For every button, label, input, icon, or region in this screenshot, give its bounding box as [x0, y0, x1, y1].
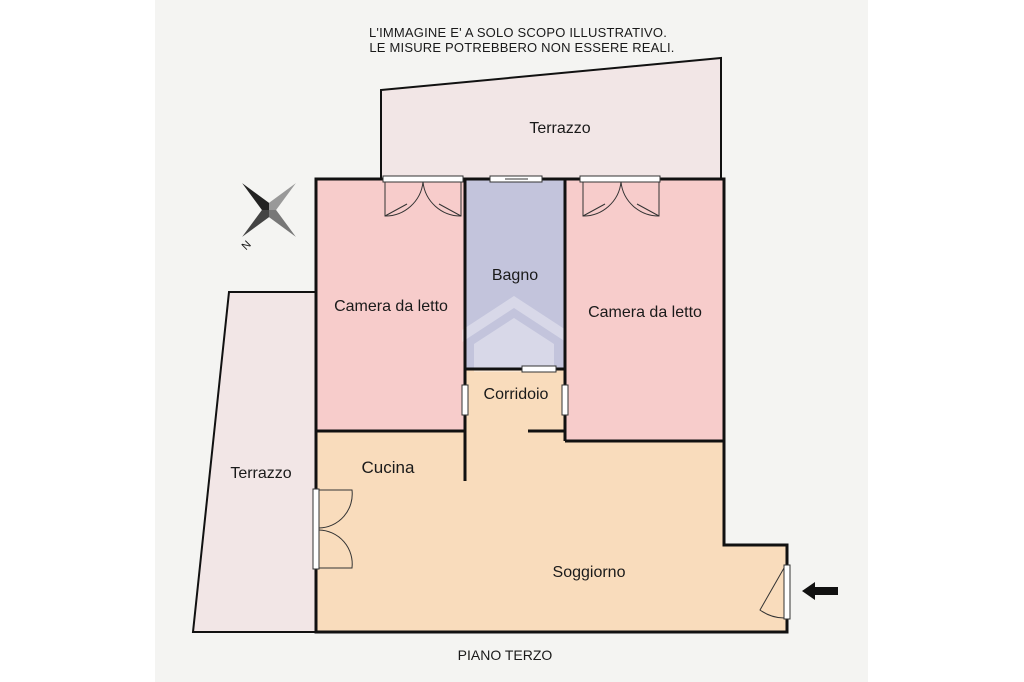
camera-left-area — [316, 179, 465, 431]
bagno-label: Bagno — [492, 267, 538, 284]
bagno-area — [465, 179, 565, 369]
openings — [312, 175, 791, 620]
living-area — [316, 369, 787, 632]
camera-left-label: Camera da letto — [334, 298, 448, 315]
door-swings — [318, 181, 785, 619]
soggiorno-label: Soggiorno — [553, 564, 626, 581]
terrazzo-top-label: Terrazzo — [529, 120, 590, 137]
disclaimer-line-2: LE MISURE POTREBBERO NON ESSERE REALI. — [369, 40, 674, 55]
camera-right-area — [565, 179, 724, 441]
watermark-logo — [462, 296, 566, 372]
floor-label: PIANO TERZO — [458, 647, 553, 663]
compass-rose — [242, 183, 296, 237]
disclaimer-line-1: L'IMMAGINE E' A SOLO SCOPO ILLUSTRATIVO. — [369, 25, 667, 40]
terrazzo-left-label: Terrazzo — [230, 465, 291, 482]
entrance-arrow — [802, 582, 838, 600]
cucina-label: Cucina — [362, 458, 415, 477]
corridoio-label: Corridoio — [484, 386, 549, 403]
camera-right-label: Camera da letto — [588, 304, 702, 321]
